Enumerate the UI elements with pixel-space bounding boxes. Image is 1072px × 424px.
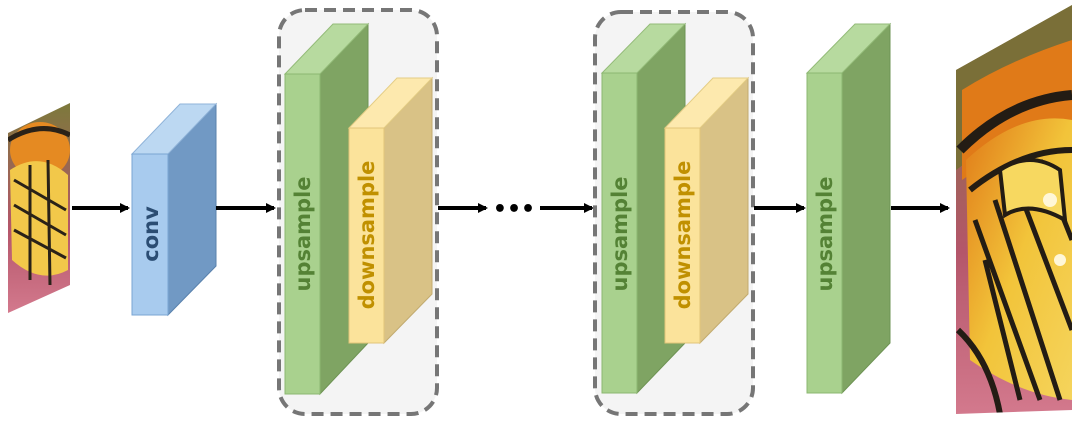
upsample-label-final: upsample (813, 176, 837, 291)
upsample-block-final: upsample (805, 22, 892, 395)
ellipsis: ••• (493, 197, 535, 222)
downsample-block-2: downsample (663, 76, 750, 345)
downsample-label-1: downsample (355, 161, 379, 310)
conv-block: conv (130, 102, 218, 317)
output-image (956, 5, 1072, 414)
upsample-label-2: upsample (608, 176, 632, 291)
downsample-label-2: downsample (671, 161, 695, 310)
upsample-label-1: upsample (291, 176, 315, 291)
conv-label: conv (139, 206, 163, 262)
downsample-block-1: downsample (347, 76, 434, 345)
input-image (8, 103, 70, 313)
